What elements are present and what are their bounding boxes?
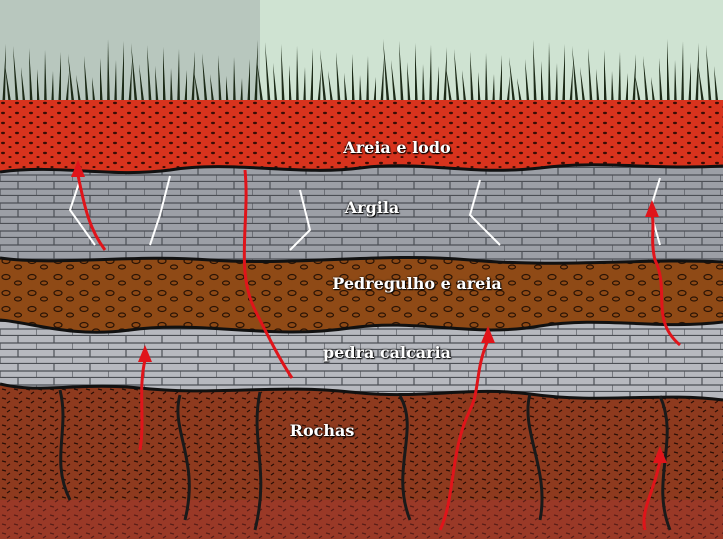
layer-label-sand-silt: Areia e lodo [343, 138, 450, 157]
layer-label-limestone: pedra calcaria [323, 343, 451, 362]
layer-label-clay: Argila [345, 198, 400, 217]
layer-label-gravel: Pedregulho e areia [332, 274, 502, 293]
layer-label-rock: Rochas [290, 421, 355, 440]
